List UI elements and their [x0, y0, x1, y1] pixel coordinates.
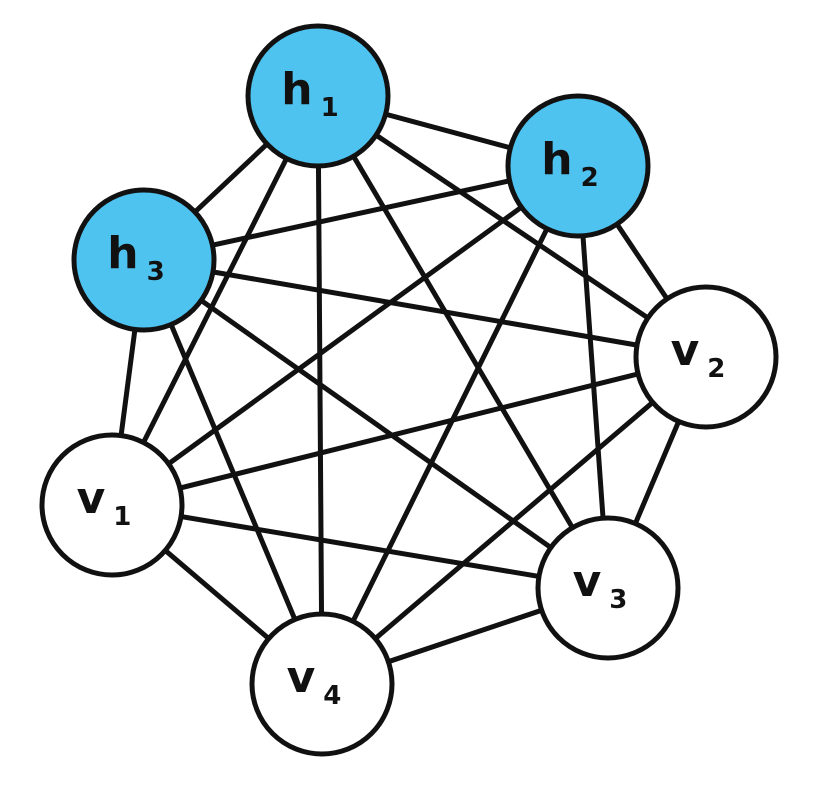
- edge-h2-v1: [109, 163, 581, 508]
- edge-v1-v3: [109, 502, 611, 591]
- edge-h1-v1: [109, 93, 321, 508]
- node-subscript-v1: 1: [113, 502, 131, 532]
- node-subscript-v3: 3: [609, 585, 627, 615]
- node-letter-h2: h: [541, 134, 572, 185]
- node-circle-v3: [535, 515, 681, 661]
- edge-h3-v3: [141, 257, 611, 591]
- edge-h3-v4: [141, 257, 325, 687]
- node-letter-h3: h: [107, 228, 138, 279]
- edge-h1-v3: [315, 93, 611, 591]
- node-letter-v3: v: [573, 556, 602, 607]
- node-circle-h1: [245, 23, 391, 169]
- node-letter-h1: h: [281, 64, 312, 115]
- edge-h2-v4: [319, 163, 581, 687]
- node-subscript-v2: 2: [707, 354, 725, 384]
- node-letter-v4: v: [287, 652, 316, 703]
- node-letter-v1: v: [77, 473, 106, 524]
- edge-h3-v2: [141, 257, 709, 360]
- edge-h1-v4: [315, 93, 325, 687]
- node-subscript-h3: 3: [147, 257, 165, 287]
- edge-h2-h3: [141, 163, 581, 263]
- node-circle-v2: [633, 284, 779, 430]
- node-subscript-h2: 2: [581, 163, 599, 193]
- node-subscript-h1: 1: [321, 93, 339, 123]
- node-circle-h3: [71, 187, 217, 333]
- node-circle-h2: [505, 93, 651, 239]
- edge-v2-v4: [319, 354, 709, 687]
- edge-h1-v2: [315, 93, 709, 360]
- node-circle-v4: [249, 611, 395, 757]
- node-circle-v1: [39, 432, 185, 578]
- node-subscript-v4: 4: [323, 681, 341, 711]
- edge-v1-v2: [109, 354, 709, 508]
- node-letter-v2: v: [671, 325, 700, 376]
